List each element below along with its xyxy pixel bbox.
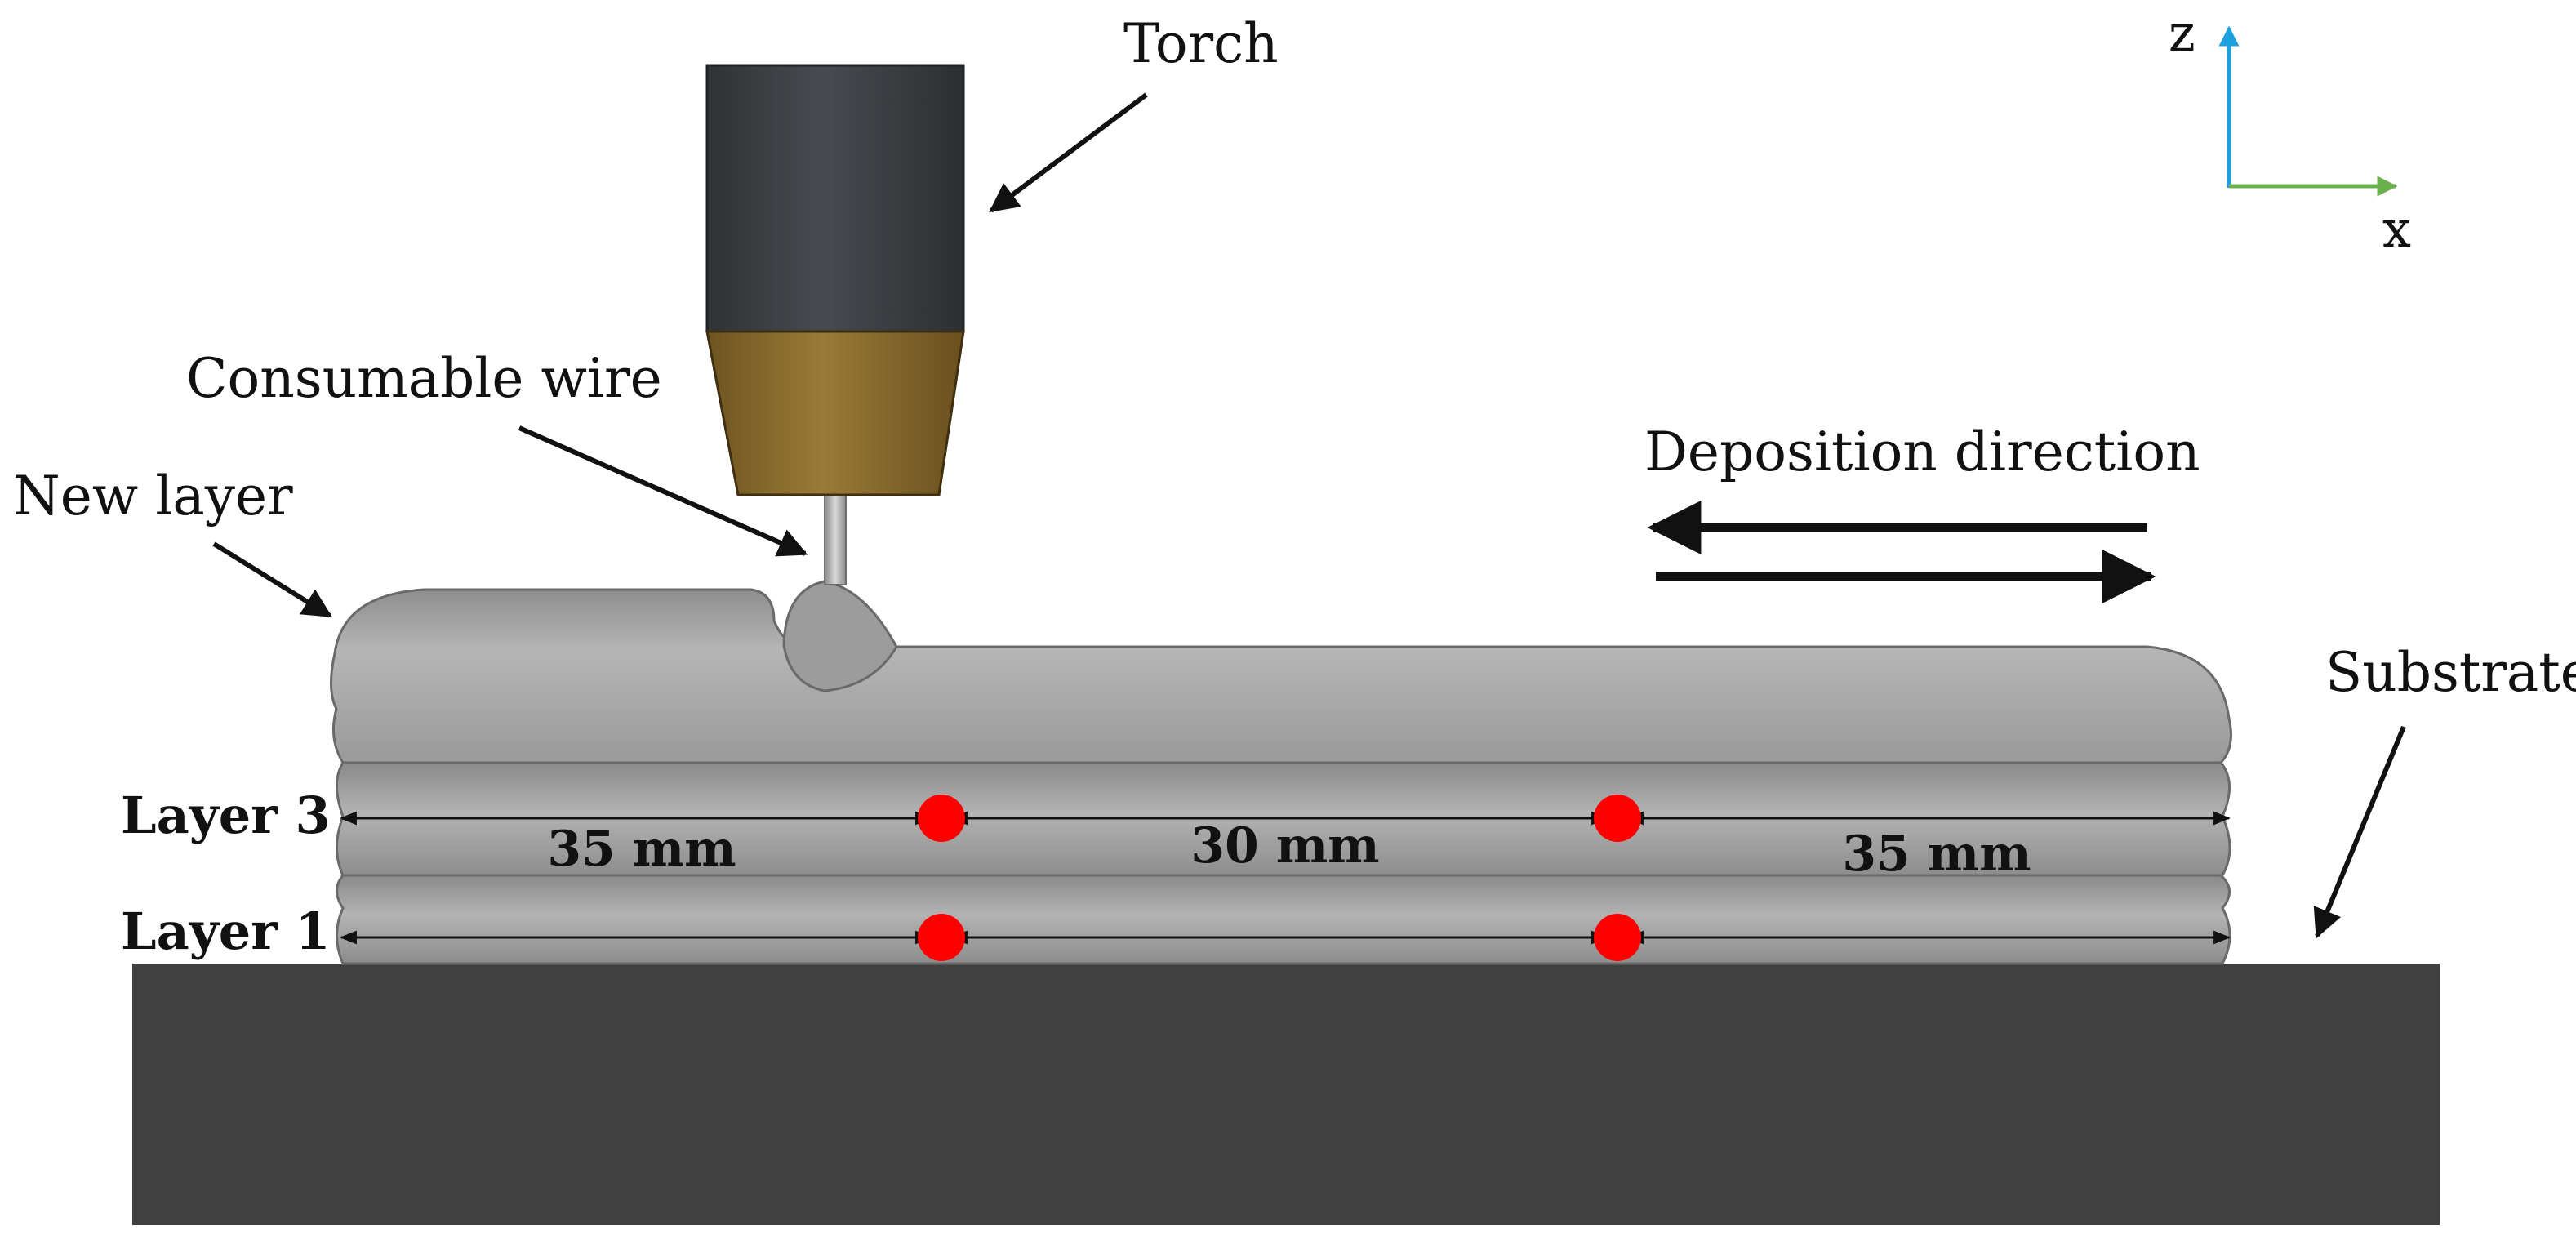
measurement-point-layer3-b: [1594, 795, 1641, 842]
substrate-block: [132, 964, 2440, 1225]
measurement-point-layer1-a: [918, 914, 965, 961]
consumable-wire-label: Consumable wire: [186, 347, 662, 410]
dim-label-middle: 30 mm: [1190, 817, 1379, 875]
torch-label: Torch: [1123, 12, 1279, 75]
substrate-pointer-arrow: [2313, 725, 2406, 939]
layer-1-label: Layer 1: [121, 902, 331, 961]
dim-label-left: 35 mm: [547, 821, 736, 878]
layer-3-label: Layer 3: [121, 786, 331, 845]
deposition-direction-label: Deposition direction: [1644, 421, 2200, 483]
measurement-point-layer3-a: [918, 795, 965, 842]
torch-body: [705, 64, 965, 333]
torch-nozzle: [705, 330, 965, 496]
z-axis-label: z: [2169, 3, 2196, 63]
x-axis-label: x: [2382, 199, 2411, 259]
new-layer-bead: [329, 588, 2232, 764]
weld-pool: [782, 580, 898, 692]
consumable-wire-pointer-arrow: [518, 425, 808, 557]
new-layer-label: New layer: [13, 465, 293, 528]
measurement-point-layer1-b: [1594, 914, 1641, 961]
substrate-label: Substrate: [2325, 641, 2576, 704]
layer-1-bead: [336, 874, 2231, 965]
new-layer-pointer-arrow: [212, 541, 333, 618]
torch-pointer-arrow: [989, 92, 1148, 213]
consumable-wire: [824, 492, 847, 585]
dim-label-right: 35 mm: [1842, 826, 2031, 883]
